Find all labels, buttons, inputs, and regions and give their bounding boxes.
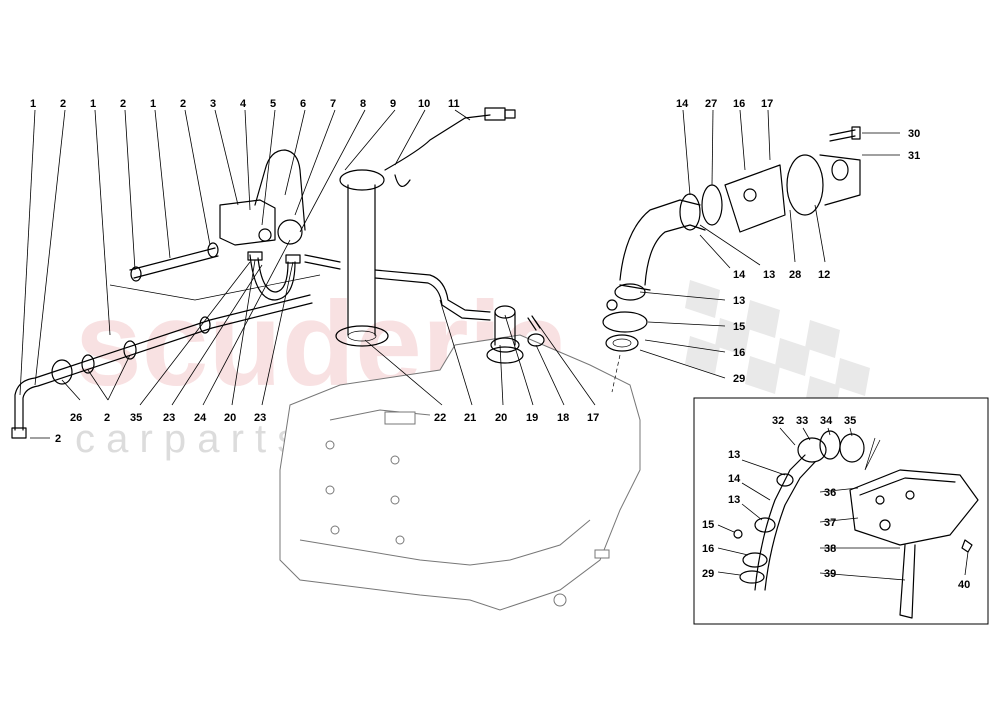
callout-36: 36 bbox=[824, 487, 836, 499]
callout-13: 13 bbox=[733, 295, 745, 307]
callout-15: 15 bbox=[733, 321, 745, 333]
callout-28: 28 bbox=[789, 269, 801, 281]
callout-13: 13 bbox=[763, 269, 775, 281]
callout-40: 40 bbox=[958, 579, 970, 591]
callout-32: 32 bbox=[772, 415, 784, 427]
callout-1: 1 bbox=[150, 98, 156, 110]
watermark-subtext: c a r p a r t s bbox=[75, 417, 297, 461]
callout-8: 8 bbox=[360, 98, 366, 110]
callout-27: 27 bbox=[705, 98, 717, 110]
callout-13: 13 bbox=[728, 494, 740, 506]
callout-20: 20 bbox=[224, 412, 236, 424]
callout-35: 35 bbox=[130, 412, 142, 424]
callout-29: 29 bbox=[733, 373, 745, 385]
breather-hose-assembly bbox=[11, 242, 321, 439]
callout-9: 9 bbox=[390, 98, 396, 110]
fuel-tank bbox=[279, 334, 641, 611]
callout-16: 16 bbox=[702, 543, 714, 555]
leader-lines bbox=[19, 109, 969, 581]
callout-22: 22 bbox=[434, 412, 446, 424]
callout-29: 29 bbox=[702, 568, 714, 580]
callout-6: 6 bbox=[300, 98, 306, 110]
callout-34: 34 bbox=[820, 415, 833, 427]
callout-20: 20 bbox=[495, 412, 507, 424]
callout-33: 33 bbox=[796, 415, 808, 427]
callout-2: 2 bbox=[120, 98, 126, 110]
watermark-checker-flag bbox=[685, 280, 870, 414]
callout-16: 16 bbox=[733, 98, 745, 110]
callout-3: 3 bbox=[210, 98, 216, 110]
callout-31: 31 bbox=[908, 150, 920, 162]
callout-15: 15 bbox=[702, 519, 714, 531]
inset-detail-box bbox=[693, 397, 989, 625]
callout-26: 26 bbox=[70, 412, 82, 424]
callout-23: 23 bbox=[254, 412, 266, 424]
callout-30: 30 bbox=[908, 128, 920, 140]
callout-2: 2 bbox=[104, 412, 110, 424]
callout-11: 11 bbox=[448, 98, 460, 110]
callout-14: 14 bbox=[728, 473, 741, 485]
callout-labels: 1 2 1 2 1 2 3 4 5 6 7 8 9 10 11 14 27 16… bbox=[30, 98, 970, 591]
callout-38: 38 bbox=[824, 543, 836, 555]
callout-5: 5 bbox=[270, 98, 276, 110]
callout-19: 19 bbox=[526, 412, 538, 424]
callout-37: 37 bbox=[824, 517, 836, 529]
callout-2: 2 bbox=[180, 98, 186, 110]
callout-16: 16 bbox=[733, 347, 745, 359]
callout-17: 17 bbox=[587, 412, 599, 424]
callout-17: 17 bbox=[761, 98, 773, 110]
callout-35: 35 bbox=[844, 415, 856, 427]
callout-14: 14 bbox=[733, 269, 746, 281]
callout-18: 18 bbox=[557, 412, 569, 424]
callout-23: 23 bbox=[163, 412, 175, 424]
callout-39: 39 bbox=[824, 568, 836, 580]
callout-24: 24 bbox=[194, 412, 207, 424]
callout-10: 10 bbox=[418, 98, 430, 110]
callout-21: 21 bbox=[464, 412, 476, 424]
callout-13: 13 bbox=[728, 449, 740, 461]
fuel-level-sender bbox=[335, 107, 516, 347]
filler-neck-assembly bbox=[602, 126, 861, 393]
callout-2: 2 bbox=[60, 98, 66, 110]
callout-14: 14 bbox=[676, 98, 689, 110]
callout-1: 1 bbox=[30, 98, 36, 110]
callout-4: 4 bbox=[240, 98, 247, 110]
callout-2: 2 bbox=[55, 433, 61, 445]
callout-12: 12 bbox=[818, 269, 830, 281]
callout-1: 1 bbox=[90, 98, 96, 110]
callout-7: 7 bbox=[330, 98, 336, 110]
